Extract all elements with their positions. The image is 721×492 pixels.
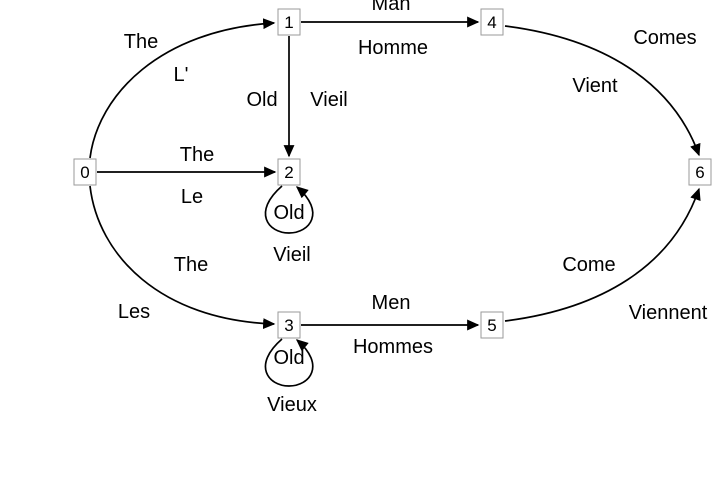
- node-0-box: [73, 158, 97, 186]
- self-loop-3-en-label: Old: [273, 347, 304, 369]
- edge-0-3: [89, 185, 276, 330]
- self-loop-3: [264, 338, 314, 387]
- edge-4-6-fr-label: Vient: [572, 75, 618, 97]
- node-4-box: [480, 8, 504, 36]
- edge-5-6-en-label: Come: [562, 254, 615, 276]
- edge-3-5-en-label: Men: [372, 292, 411, 314]
- edge-1-4-fr-label: Homme: [358, 37, 428, 59]
- edge-0-1-fr-label: L': [174, 64, 189, 86]
- edge-0-2-en-label: The: [180, 144, 214, 166]
- node-0: 0: [73, 158, 97, 186]
- node-1-label: 1: [284, 13, 293, 32]
- edge-1-4-en-label: Man: [372, 0, 411, 15]
- edge-0-2-fr-label: Le: [181, 186, 203, 208]
- node-5-box: [480, 311, 504, 339]
- edge-0-1-en-label: The: [124, 31, 158, 53]
- node-1-box: [277, 8, 301, 36]
- edge-5-6-fr-label: Viennent: [629, 302, 708, 324]
- node-4: 4: [480, 8, 504, 36]
- edge-4-6: [504, 25, 701, 157]
- edge-0-3-fr-label: Les: [118, 301, 150, 323]
- node-6: 6: [688, 158, 712, 186]
- self-loop-2-en-label: Old: [273, 202, 304, 224]
- edge-0-1: [89, 18, 276, 159]
- node-4-label: 4: [487, 13, 496, 32]
- node-2-label: 2: [284, 163, 293, 182]
- edge-1-2-fr-label: Vieil: [310, 89, 347, 111]
- node-3: 3: [277, 311, 301, 339]
- node-6-box: [688, 158, 712, 186]
- edge-3-5-fr-label: Hommes: [353, 336, 433, 358]
- edge-4-6-en-label: Comes: [633, 27, 696, 49]
- node-3-label: 3: [284, 316, 293, 335]
- edge-1-2-en-label: Old: [246, 89, 277, 111]
- edge-5-6: [504, 187, 701, 322]
- node-2-box: [277, 158, 301, 186]
- node-6-label: 6: [695, 163, 704, 182]
- self-loop-3-fr-label: Vieux: [267, 394, 317, 416]
- node-1: 1: [277, 8, 301, 36]
- node-0-label: 0: [80, 163, 89, 182]
- edge-0-3-en-label: The: [174, 254, 208, 276]
- node-2: 2: [277, 158, 301, 186]
- node-3-box: [277, 311, 301, 339]
- self-loop-2-fr-label: Vieil: [273, 244, 310, 266]
- self-loop-2: [264, 185, 314, 234]
- node-5: 5: [480, 311, 504, 339]
- node-5-label: 5: [487, 316, 496, 335]
